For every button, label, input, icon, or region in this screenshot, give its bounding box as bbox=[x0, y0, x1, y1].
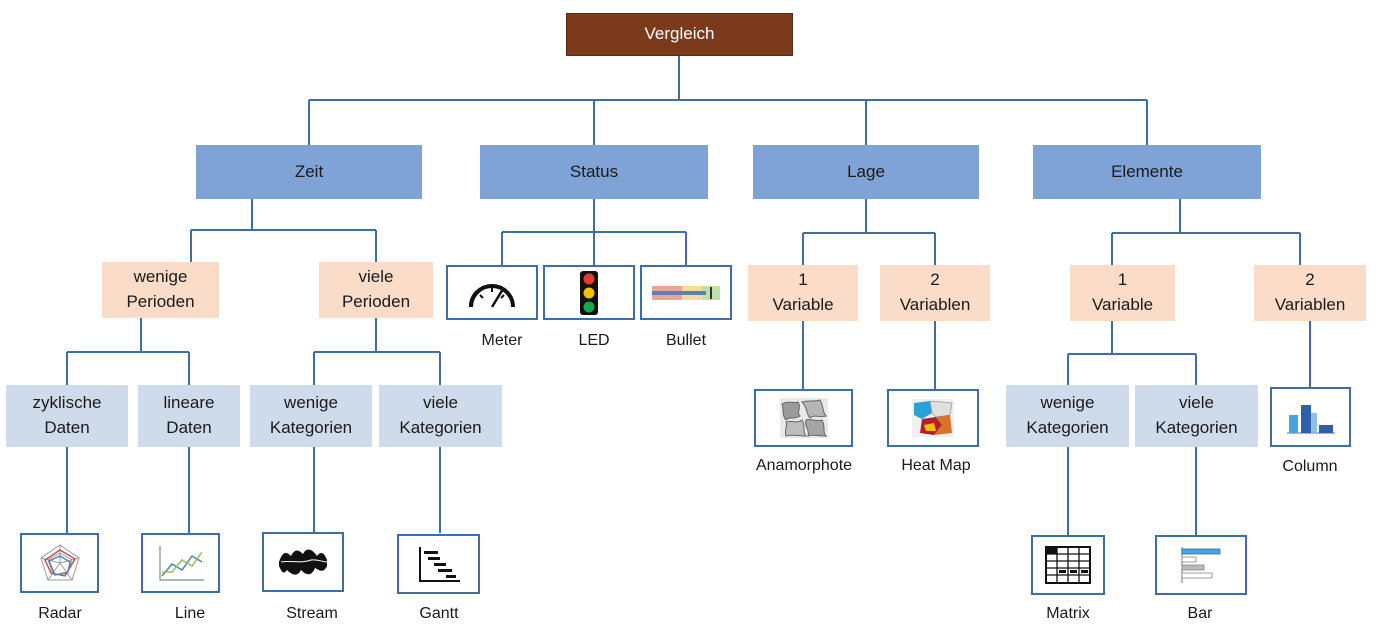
leaf-zyklische-daten: zyklische Daten bbox=[6, 385, 128, 447]
leaf-elemente-wenige-kategorien: wenige Kategorien bbox=[1006, 385, 1129, 447]
radar-icon bbox=[20, 533, 99, 593]
led-icon bbox=[543, 265, 635, 320]
meter-icon bbox=[446, 265, 538, 320]
column-icon bbox=[1270, 387, 1351, 447]
caption-heatmap: Heat Map bbox=[901, 457, 971, 474]
leaf-lineare-daten: lineare Daten bbox=[138, 385, 240, 447]
caption-bullet: Bullet bbox=[665, 332, 707, 349]
line-chart-icon bbox=[141, 533, 220, 593]
caption-gantt: Gantt bbox=[419, 605, 459, 622]
leaf-elemente-viele-kategorien: viele Kategorien bbox=[1135, 385, 1258, 447]
matrix-icon bbox=[1031, 535, 1105, 595]
stream-icon bbox=[262, 532, 344, 592]
sub-elemente-2-variablen: 2 Variablen bbox=[1254, 265, 1366, 321]
caption-anamorphote: Anamorphote bbox=[755, 457, 853, 474]
sub-lage-2-variablen: 2 Variablen bbox=[880, 265, 990, 321]
category-status: Status bbox=[480, 145, 708, 199]
category-elemente: Elemente bbox=[1033, 145, 1261, 199]
caption-bar: Bar bbox=[1187, 605, 1213, 622]
root-node: Vergleich bbox=[566, 13, 793, 56]
bullet-icon bbox=[640, 265, 732, 320]
sub-elemente-1-variable: 1 Variable bbox=[1070, 265, 1175, 321]
leaf-wenige-kategorien: wenige Kategorien bbox=[250, 385, 372, 447]
gantt-icon bbox=[397, 534, 480, 594]
caption-meter: Meter bbox=[481, 332, 523, 349]
bar-icon bbox=[1155, 535, 1247, 595]
category-lage: Lage bbox=[753, 145, 979, 199]
sub-wenige-perioden: wenige Perioden bbox=[102, 262, 219, 318]
heatmap-icon bbox=[887, 389, 979, 447]
leaf-viele-kategorien: viele Kategorien bbox=[379, 385, 502, 447]
sub-lage-1-variable: 1 Variable bbox=[748, 265, 858, 321]
caption-stream: Stream bbox=[286, 605, 338, 622]
caption-radar: Radar bbox=[38, 605, 82, 622]
caption-line: Line bbox=[174, 605, 206, 622]
caption-matrix: Matrix bbox=[1046, 605, 1090, 622]
caption-column: Column bbox=[1282, 458, 1338, 475]
caption-led: LED bbox=[578, 332, 610, 349]
category-zeit: Zeit bbox=[196, 145, 422, 199]
anamorphote-icon bbox=[754, 389, 853, 447]
sub-viele-perioden: viele Perioden bbox=[319, 262, 433, 318]
